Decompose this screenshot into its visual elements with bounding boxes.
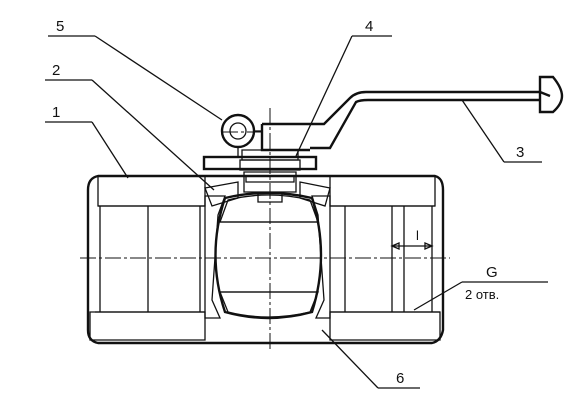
callout-3: 3 (516, 144, 524, 161)
callout-4: 4 (365, 18, 373, 35)
callout-6: 6 (396, 370, 404, 387)
seat-right (311, 195, 331, 319)
thread-symbol: G (486, 264, 498, 281)
valve-body (86, 174, 445, 345)
body-top-wall (97, 175, 206, 207)
body-bottom-wall-right (329, 311, 441, 341)
thread-note: 2 отв. (465, 287, 499, 302)
leader-lines (45, 35, 548, 389)
stem (204, 171, 331, 207)
callout-1: 1 (52, 104, 60, 121)
ball (214, 191, 323, 320)
ball-top-section (219, 194, 319, 223)
ball-bottom-section (219, 291, 319, 318)
ball-and-seats (204, 191, 331, 320)
callout-5: 5 (56, 18, 64, 35)
handle-lever (260, 75, 564, 152)
body-top-wall-right (329, 175, 436, 207)
body-bottom-wall (89, 311, 206, 341)
thread-length-symbol: l (416, 228, 419, 243)
callout-2: 2 (52, 62, 60, 79)
seat-left (204, 195, 226, 319)
body-outline (86, 174, 445, 345)
